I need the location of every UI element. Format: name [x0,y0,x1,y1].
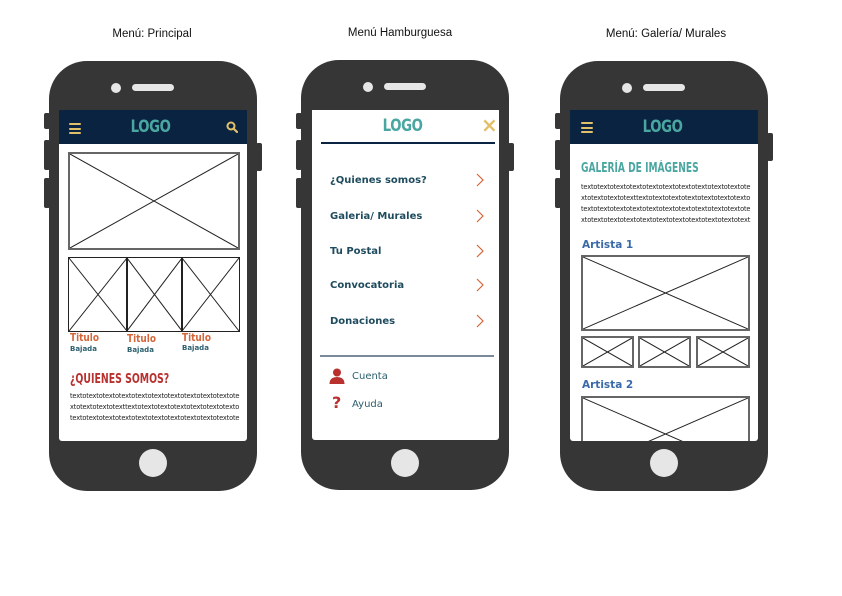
hero-image-placeholder [68,152,240,250]
chevron-right-icon [476,314,484,328]
chevron-right-icon [476,278,484,292]
card-subtitle: Bajada [182,344,209,352]
card-subtitle: Bajada [127,346,154,354]
screen: LOGO × ¿Quienes somos? Galeria/ Murales … [312,110,499,440]
side-button [555,113,561,129]
side-button [44,140,50,170]
card-subtitle: Bajada [70,345,97,353]
close-icon[interactable]: × [481,113,498,137]
front-camera [111,83,121,93]
card-image-placeholder[interactable] [181,257,240,332]
phone-galeria: LOGO GALERÍA DE IMÁGENES textotextotexto… [560,61,768,491]
footer-label: Ayuda [352,399,383,410]
thumbnail-placeholder[interactable] [581,336,634,368]
side-button [555,178,561,208]
menu-label: ¿Quienes somos? [330,175,427,186]
artist-heading: Artista 2 [582,379,634,391]
footer-label: Cuenta [352,371,388,382]
phone-principal: LOGO Titulo Bajada Titulo Bajada Titulo … [49,61,257,491]
caption-principal: Menú: Principal [112,28,192,40]
thumbnail-placeholder[interactable] [696,336,750,368]
hamburger-icon[interactable] [69,123,81,134]
chevron-right-icon [476,244,484,258]
logo: LOGO [130,117,171,137]
side-button [296,113,302,129]
side-button [555,140,561,170]
thumbnail-placeholder[interactable] [638,336,691,368]
menu-item-tu-postal[interactable]: Tu Postal [330,244,485,264]
menu-label: Tu Postal [330,246,382,257]
chevron-right-icon [476,173,484,187]
section-title: GALERÍA DE IMÁGENES [581,161,699,176]
section-title: ¿QUIENES SOMOS? [70,372,170,387]
front-camera [363,82,373,92]
menu-item-convocatoria[interactable]: Convocatoria [330,278,485,298]
side-button [296,140,302,170]
footer-divider [320,355,494,357]
body-text: textotextotextotextotextotextotextotexto… [581,183,751,224]
logo: LOGO [642,117,683,137]
side-button [767,133,773,161]
side-button [44,178,50,208]
menu-item-galeria[interactable]: Galeria/ Murales [330,209,485,229]
card-image-placeholder[interactable] [126,257,183,332]
header-divider [321,142,495,144]
side-button [296,178,302,208]
app-bar: LOGO [570,110,758,144]
menu-item-quienes-somos[interactable]: ¿Quienes somos? [330,173,485,193]
search-icon[interactable] [226,121,238,133]
speaker [132,84,174,91]
speaker [384,83,426,90]
caption-galeria: Menú: Galería/ Murales [605,28,727,40]
menu-label: Galeria/ Murales [330,211,423,222]
menu-item-donaciones[interactable]: Donaciones [330,314,485,334]
home-button[interactable] [650,449,678,477]
front-camera [622,83,632,93]
menu-label: Donaciones [330,316,396,327]
menu-label: Convocatoria [330,280,405,291]
side-button [508,143,514,171]
screen: LOGO Titulo Bajada Titulo Bajada Titulo … [59,110,247,441]
phone-hamburguesa: LOGO × ¿Quienes somos? Galeria/ Murales … [301,60,509,490]
logo: LOGO [382,116,423,136]
side-button [44,113,50,129]
card-title: Titulo [182,332,211,344]
user-icon [329,368,345,384]
artist-image-placeholder[interactable] [581,255,750,331]
caption-hamburguesa: Menú Hamburguesa [347,27,453,39]
body-text: textotextotextotextotextotextotextotexto… [70,392,240,422]
side-button [256,143,262,171]
artist-image-placeholder[interactable] [581,396,750,441]
question-icon: ? [332,393,342,412]
app-bar: LOGO [59,110,247,144]
hamburger-icon[interactable] [581,122,593,133]
card-title: Titulo [70,332,99,344]
screen: LOGO GALERÍA DE IMÁGENES textotextotexto… [570,110,758,441]
artist-heading: Artista 1 [582,239,634,251]
home-button[interactable] [391,449,419,477]
card-image-placeholder[interactable] [68,257,128,332]
card-title: Titulo [127,333,156,345]
home-button[interactable] [139,449,167,477]
chevron-right-icon [476,209,484,223]
speaker [643,84,685,91]
